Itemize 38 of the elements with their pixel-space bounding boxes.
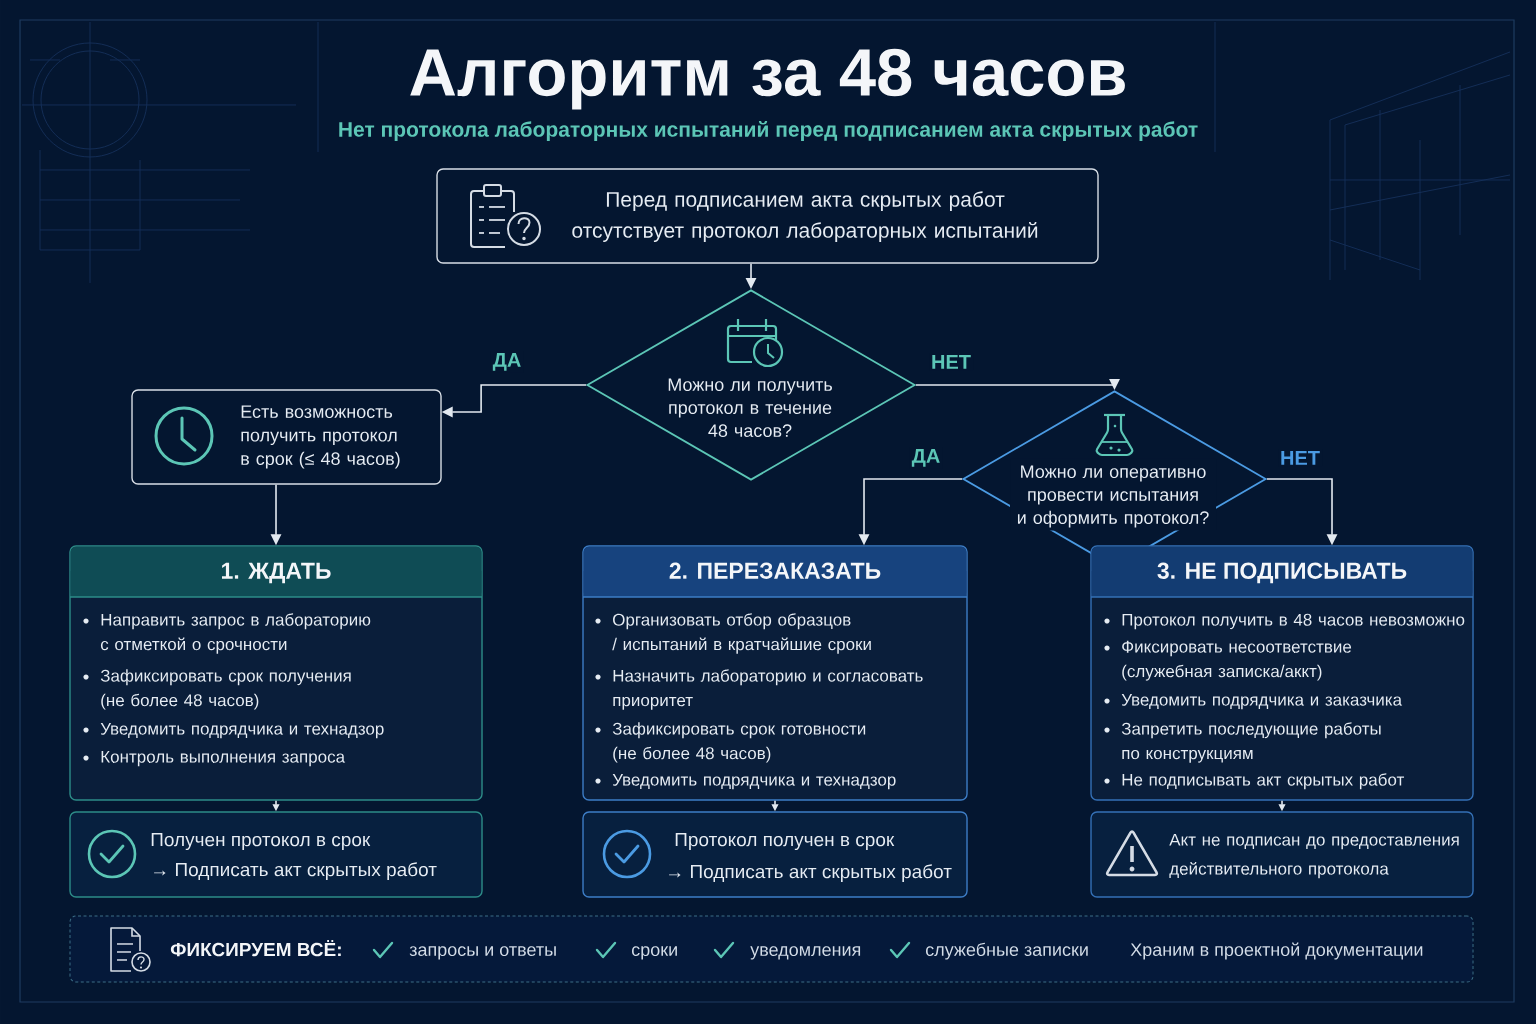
list-item: Уведомить подрядчика и технадзор xyxy=(612,773,896,790)
title: Алгоритм за 48 часов xyxy=(410,48,1125,110)
list-item: Запретить последующие работы по конструкциям xyxy=(1121,722,1381,763)
subtitle: Нет протокола лабораторных испытаний перед подписанием акта скрытых работ xyxy=(339,121,1198,141)
panel-header: 3. НЕ ПОДПИСЫВАТЬ xyxy=(1090,546,1474,598)
list-item: Направить запрос в лабораторию с отметкой о срочности xyxy=(100,613,371,654)
list-item: Назначить лабораторию и согласовать приоритет xyxy=(613,669,923,710)
list-item: Фиксировать несоответствие (служебная записка/аккт) xyxy=(1122,640,1352,681)
checklist-item: сроки xyxy=(632,946,677,960)
question-text: Можно ли получить протокол в течение 48 часов? xyxy=(668,378,832,438)
list-item: Уведомить подрядчика и технадзор xyxy=(100,722,384,739)
list-item: Контроль выполнения запроса xyxy=(101,750,346,767)
result-text: → Подписать акт скрытых работ xyxy=(669,864,952,883)
list-item: Протокол получить в 48 часов невозможно xyxy=(1122,613,1465,630)
list-item: Зафиксировать срок готовности (не более 48 часов) xyxy=(612,722,866,763)
list-item: Организовать отбор образцов / испытаний в кратчайшие сроки xyxy=(612,613,871,654)
edge-label: ДА xyxy=(490,351,524,373)
list-item: Уведомить подрядчика и заказчика xyxy=(1121,693,1403,710)
question-text: Можно ли оперативно провести испытания и оформить протокол? xyxy=(1010,458,1216,531)
summary-heading: ФИКСИРУЕМ ВСЁ: xyxy=(170,939,341,957)
edge-label: НЕТ xyxy=(929,353,973,371)
result-text: → Подписать акт скрытых работ xyxy=(154,862,437,881)
result-text: Протокол получен в срок xyxy=(675,833,895,851)
box-text: Перед подписанием акта скрытых работ отсутствует протокол лабораторных испытаний xyxy=(572,191,1038,242)
list-item: Зафиксировать срок получения (не более 48 часов) xyxy=(100,669,351,710)
edge-label: НЕТ xyxy=(1278,449,1322,467)
edge-label: ДА xyxy=(909,447,943,469)
panel-header: 1. ЖДАТЬ xyxy=(69,546,483,598)
checklist-item: уведомления xyxy=(750,946,861,960)
result-text: Акт не подписан до предоставления действительного протокола xyxy=(1169,833,1459,879)
checklist-item: запросы и ответы xyxy=(409,946,556,960)
panel-header: 2. ПЕРЕЗАКАЗАТЬ xyxy=(582,546,968,598)
result-text: Получен протокол в срок xyxy=(151,833,371,851)
list-item: Не подписывать акт скрытых работ xyxy=(1122,773,1405,790)
box-text: Есть возможность получить протокол в срок (≤ 48 часов) xyxy=(241,405,400,469)
arrow xyxy=(915,378,1120,390)
checklist-item: служебные записки xyxy=(926,942,1088,960)
summary-note: Храним в проектной документации xyxy=(1130,942,1423,960)
